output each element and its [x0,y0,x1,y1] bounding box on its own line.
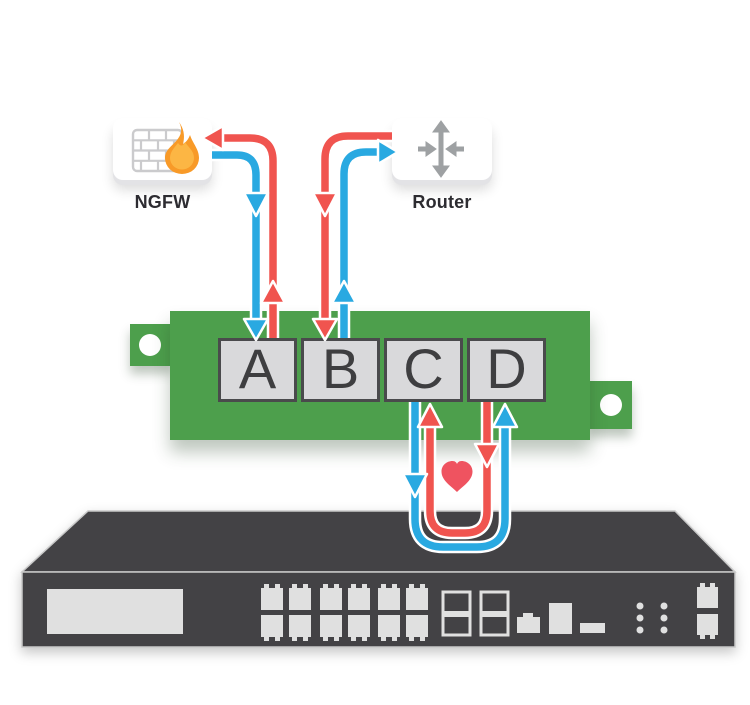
ngfw-label: NGFW [134,191,191,212]
right-port-stack [697,583,718,639]
sfp-module [441,590,510,637]
port-d: D [467,338,546,402]
misc-front-ports [517,603,605,634]
status-dots [636,602,668,634]
firewall-flame-icon [131,122,199,174]
appliance-top-face [20,510,737,573]
port-b: B [301,338,380,402]
router-label: Router [412,191,472,212]
port-c-label: C [403,337,444,400]
port-a-label: A [238,337,277,400]
router-card [392,118,492,180]
flame-icon [165,122,199,174]
port-c: C [384,338,463,402]
lcd-display [47,589,183,634]
rj45-port-group [261,584,428,641]
port-b-label: B [321,337,360,400]
mounting-tab-right [588,381,632,429]
ngfw-card [113,118,212,180]
port-d-label: D [486,337,527,400]
mounting-hole-left-icon [139,334,161,356]
mounting-tab-left [130,324,172,366]
router-arrows-icon [418,120,464,178]
port-a: A [218,338,297,402]
mounting-hole-right-icon [600,394,622,416]
